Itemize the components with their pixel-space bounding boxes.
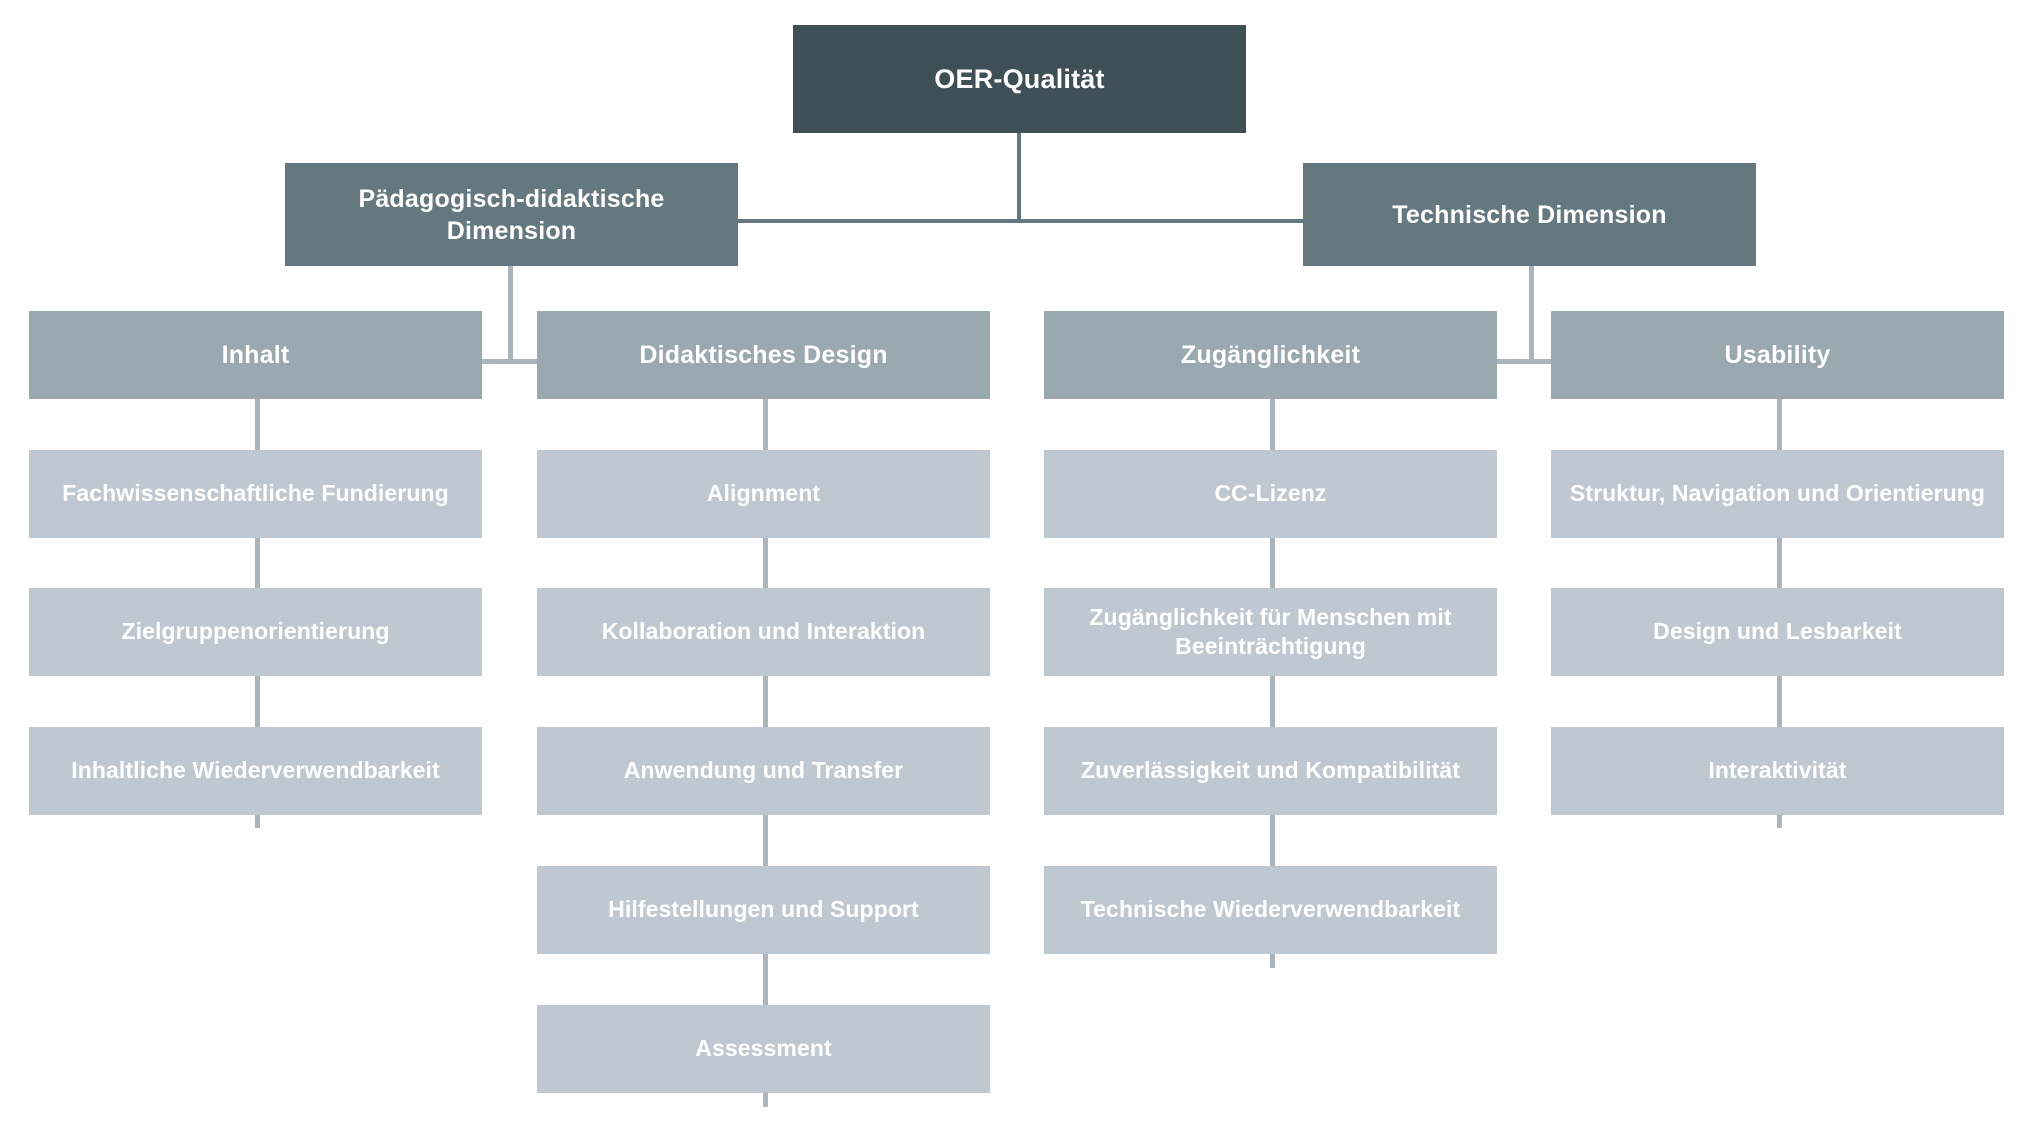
node-root-oer-qualitaet[interactable]: OER-Qualität: [793, 25, 1246, 133]
node-category-didaktisches-design[interactable]: Didaktisches Design: [537, 311, 990, 399]
node-leaf-cc-lizenz[interactable]: CC-Lizenz: [1044, 450, 1497, 538]
node-leaf-hilfestellungen-und-support[interactable]: Hilfestellungen und Support: [537, 866, 990, 954]
node-leaf-technische-wiederverwendbarkeit[interactable]: Technische Wiederverwendbarkeit: [1044, 866, 1497, 954]
connector-tech-stem: [1529, 266, 1534, 364]
node-category-inhalt[interactable]: Inhalt: [29, 311, 482, 399]
node-leaf-struktur-navigation-und-orientierung[interactable]: Struktur, Navigation und Orientierung: [1551, 450, 2004, 538]
node-leaf-design-und-lesbarkeit[interactable]: Design und Lesbarkeit: [1551, 588, 2004, 676]
node-branch-paedagogisch-didaktische-dimension[interactable]: Pädagogisch-didaktische Dimension: [285, 163, 738, 266]
node-category-usability[interactable]: Usability: [1551, 311, 2004, 399]
connector-ped-stem: [508, 266, 513, 364]
node-leaf-kollaboration-und-interaktion[interactable]: Kollaboration und Interaktion: [537, 588, 990, 676]
node-leaf-zuverlaessigkeit-und-kompatibilitaet[interactable]: Zuverlässigkeit und Kompatibilität: [1044, 727, 1497, 815]
node-leaf-anwendung-und-transfer[interactable]: Anwendung und Transfer: [537, 727, 990, 815]
connector-col3-spine: [1270, 398, 1275, 968]
connector-ped-crossbar: [255, 359, 766, 364]
node-branch-technische-dimension[interactable]: Technische Dimension: [1303, 163, 1756, 266]
node-leaf-alignment[interactable]: Alignment: [537, 450, 990, 538]
node-leaf-inhaltliche-wiederverwendbarkeit[interactable]: Inhaltliche Wiederverwendbarkeit: [29, 727, 482, 815]
connector-tech-crossbar: [1270, 359, 1779, 364]
connector-root-crossbar: [735, 219, 1305, 223]
node-leaf-interaktivitaet[interactable]: Interaktivität: [1551, 727, 2004, 815]
node-leaf-assessment[interactable]: Assessment: [537, 1005, 990, 1093]
node-leaf-zielgruppenorientierung[interactable]: Zielgruppenorientierung: [29, 588, 482, 676]
connector-root-stem: [1017, 133, 1021, 221]
node-leaf-fachwissenschaftliche-fundierung[interactable]: Fachwissenschaftliche Fundierung: [29, 450, 482, 538]
node-leaf-zugaenglichkeit-fuer-menschen-mit-beeintraechtigung[interactable]: Zugänglichkeit für Menschen mit Beeinträ…: [1044, 588, 1497, 676]
node-category-zugaenglichkeit[interactable]: Zugänglichkeit: [1044, 311, 1497, 399]
